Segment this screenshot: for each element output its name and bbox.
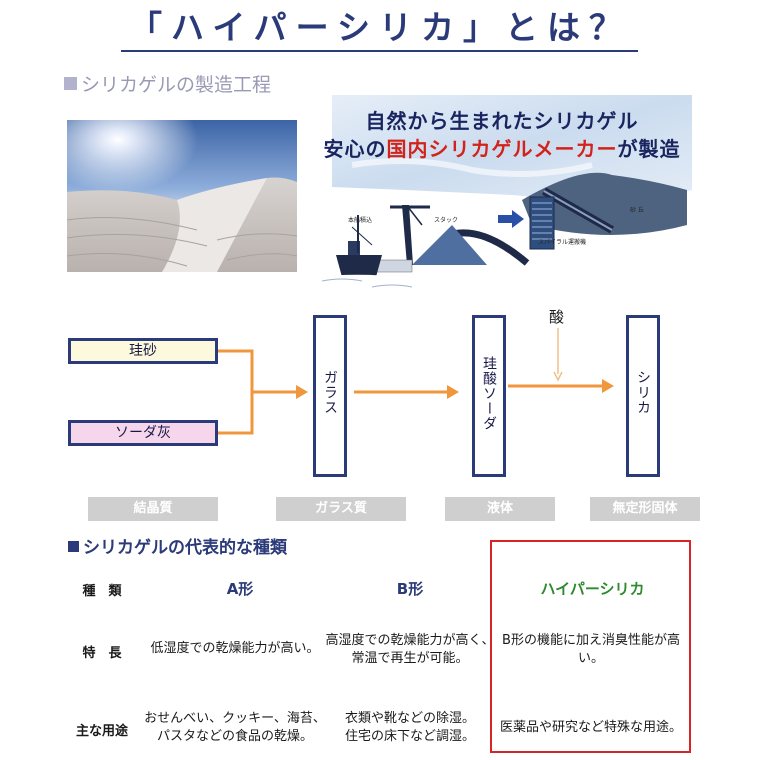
column-header-b-type: B形 (396, 580, 424, 598)
arrowhead-water-glass (447, 385, 459, 399)
input-soda-ash: ソーダ灰 (68, 420, 218, 446)
desert-photo (67, 120, 297, 272)
illustration-headline-1: 自然から生まれたシリカゲル (365, 109, 639, 133)
feature-hyper-line2: い。 (577, 651, 604, 666)
feature-b-line1: 高湿度での乾燥能力が高く、 (325, 633, 495, 648)
stage-glass: ガラス (313, 315, 347, 477)
stage-glass-label: ガラス (322, 370, 338, 415)
row-label-type: 種 類 (82, 584, 122, 599)
label-sand: 砂 丘 (630, 207, 644, 214)
usage-hyper-silica: 医薬品や研究など特殊な用途。 (499, 720, 682, 735)
section-heading-types: シリカゲルの代表的な種類 (68, 536, 287, 560)
state-amorphous-solid: 無定形固体 (590, 497, 700, 521)
row-label-usage: 主な用途 (75, 724, 128, 739)
label-conveyor: スパイラル運搬機 (538, 239, 587, 246)
stage-silica: シリカ (626, 315, 660, 477)
headline-post: が製造 (617, 137, 681, 161)
feature-b-type: 高湿度での乾燥能力が高く、 常温で再生が可能。 (320, 632, 500, 668)
usage-b-type: 衣類や靴などの除湿。 住宅の床下など調湿。 (320, 710, 500, 746)
usage-a-line2: パスタなどの食品の乾燥。 (156, 729, 313, 744)
state-crystalline: 結晶質 (88, 497, 218, 521)
state-liquid: 液体 (445, 497, 555, 521)
stage-sodium-silicate: 珪酸ソーダ (472, 315, 506, 477)
stage-sodium-silicate-label: 珪酸ソーダ (481, 356, 497, 431)
row-label-feature: 特 長 (82, 646, 122, 661)
title-underline (121, 50, 638, 52)
label-port: 本船積込 (348, 217, 373, 224)
square-bullet-icon (68, 541, 79, 552)
state-glassy: ガラス質 (276, 497, 406, 521)
desert-image (67, 120, 297, 272)
illustration-headline-2: 安心の国内シリカゲルメーカーが製造 (312, 133, 692, 162)
column-header-hyper-silica: ハイパーシリカ (540, 580, 645, 598)
page-title: 「ハイパーシリカ」とは？ (128, 8, 632, 47)
section-heading-manufacturing: シリカゲルの製造工程 (64, 72, 271, 98)
highlight-frame (490, 540, 691, 753)
feature-hyper-silica: B形の機能に加え消臭性能が高 い。 (496, 632, 686, 668)
merge-bracket (218, 349, 254, 435)
label-stack: スタック (434, 217, 459, 224)
usage-b-line1: 衣類や靴などの除湿。 (344, 711, 475, 726)
headline-pre: 安心の (323, 137, 387, 161)
usage-a-line1: おせんべい、クッキー、海苔、 (144, 711, 326, 726)
feature-a-type: 低湿度での乾燥能力が高い。 (150, 641, 320, 656)
usage-a-type: おせんべい、クッキー、海苔、 パスタなどの食品の乾燥。 (140, 710, 330, 746)
column-header-a-type: A形 (226, 580, 254, 598)
stage-silica-label: シリカ (635, 370, 651, 415)
headline-highlight: 国内シリカゲルメーカー (386, 137, 618, 161)
feature-b-line2: 常温で再生が可能。 (351, 651, 469, 666)
factory-illustration: 自然から生まれたシリカゲル 安心の国内シリカゲルメーカーが製造 本船積込 スタッ… (312, 95, 692, 305)
section-heading-text: シリカゲルの代表的な種類 (83, 538, 287, 558)
arrowhead-silica (602, 379, 614, 393)
arrowhead-glass (296, 385, 308, 399)
square-bullet-icon (64, 77, 77, 90)
usage-b-line2: 住宅の床下など調湿。 (344, 729, 475, 744)
acid-arrowhead (553, 371, 563, 382)
input-silica-sand: 珪砂 (68, 338, 218, 364)
section-heading-text: シリカゲルの製造工程 (81, 74, 272, 96)
feature-hyper-line1: B形の機能に加え消臭性能が高 (502, 633, 680, 648)
reagent-acid: 酸 (549, 308, 565, 326)
factory-drawing (312, 95, 692, 305)
